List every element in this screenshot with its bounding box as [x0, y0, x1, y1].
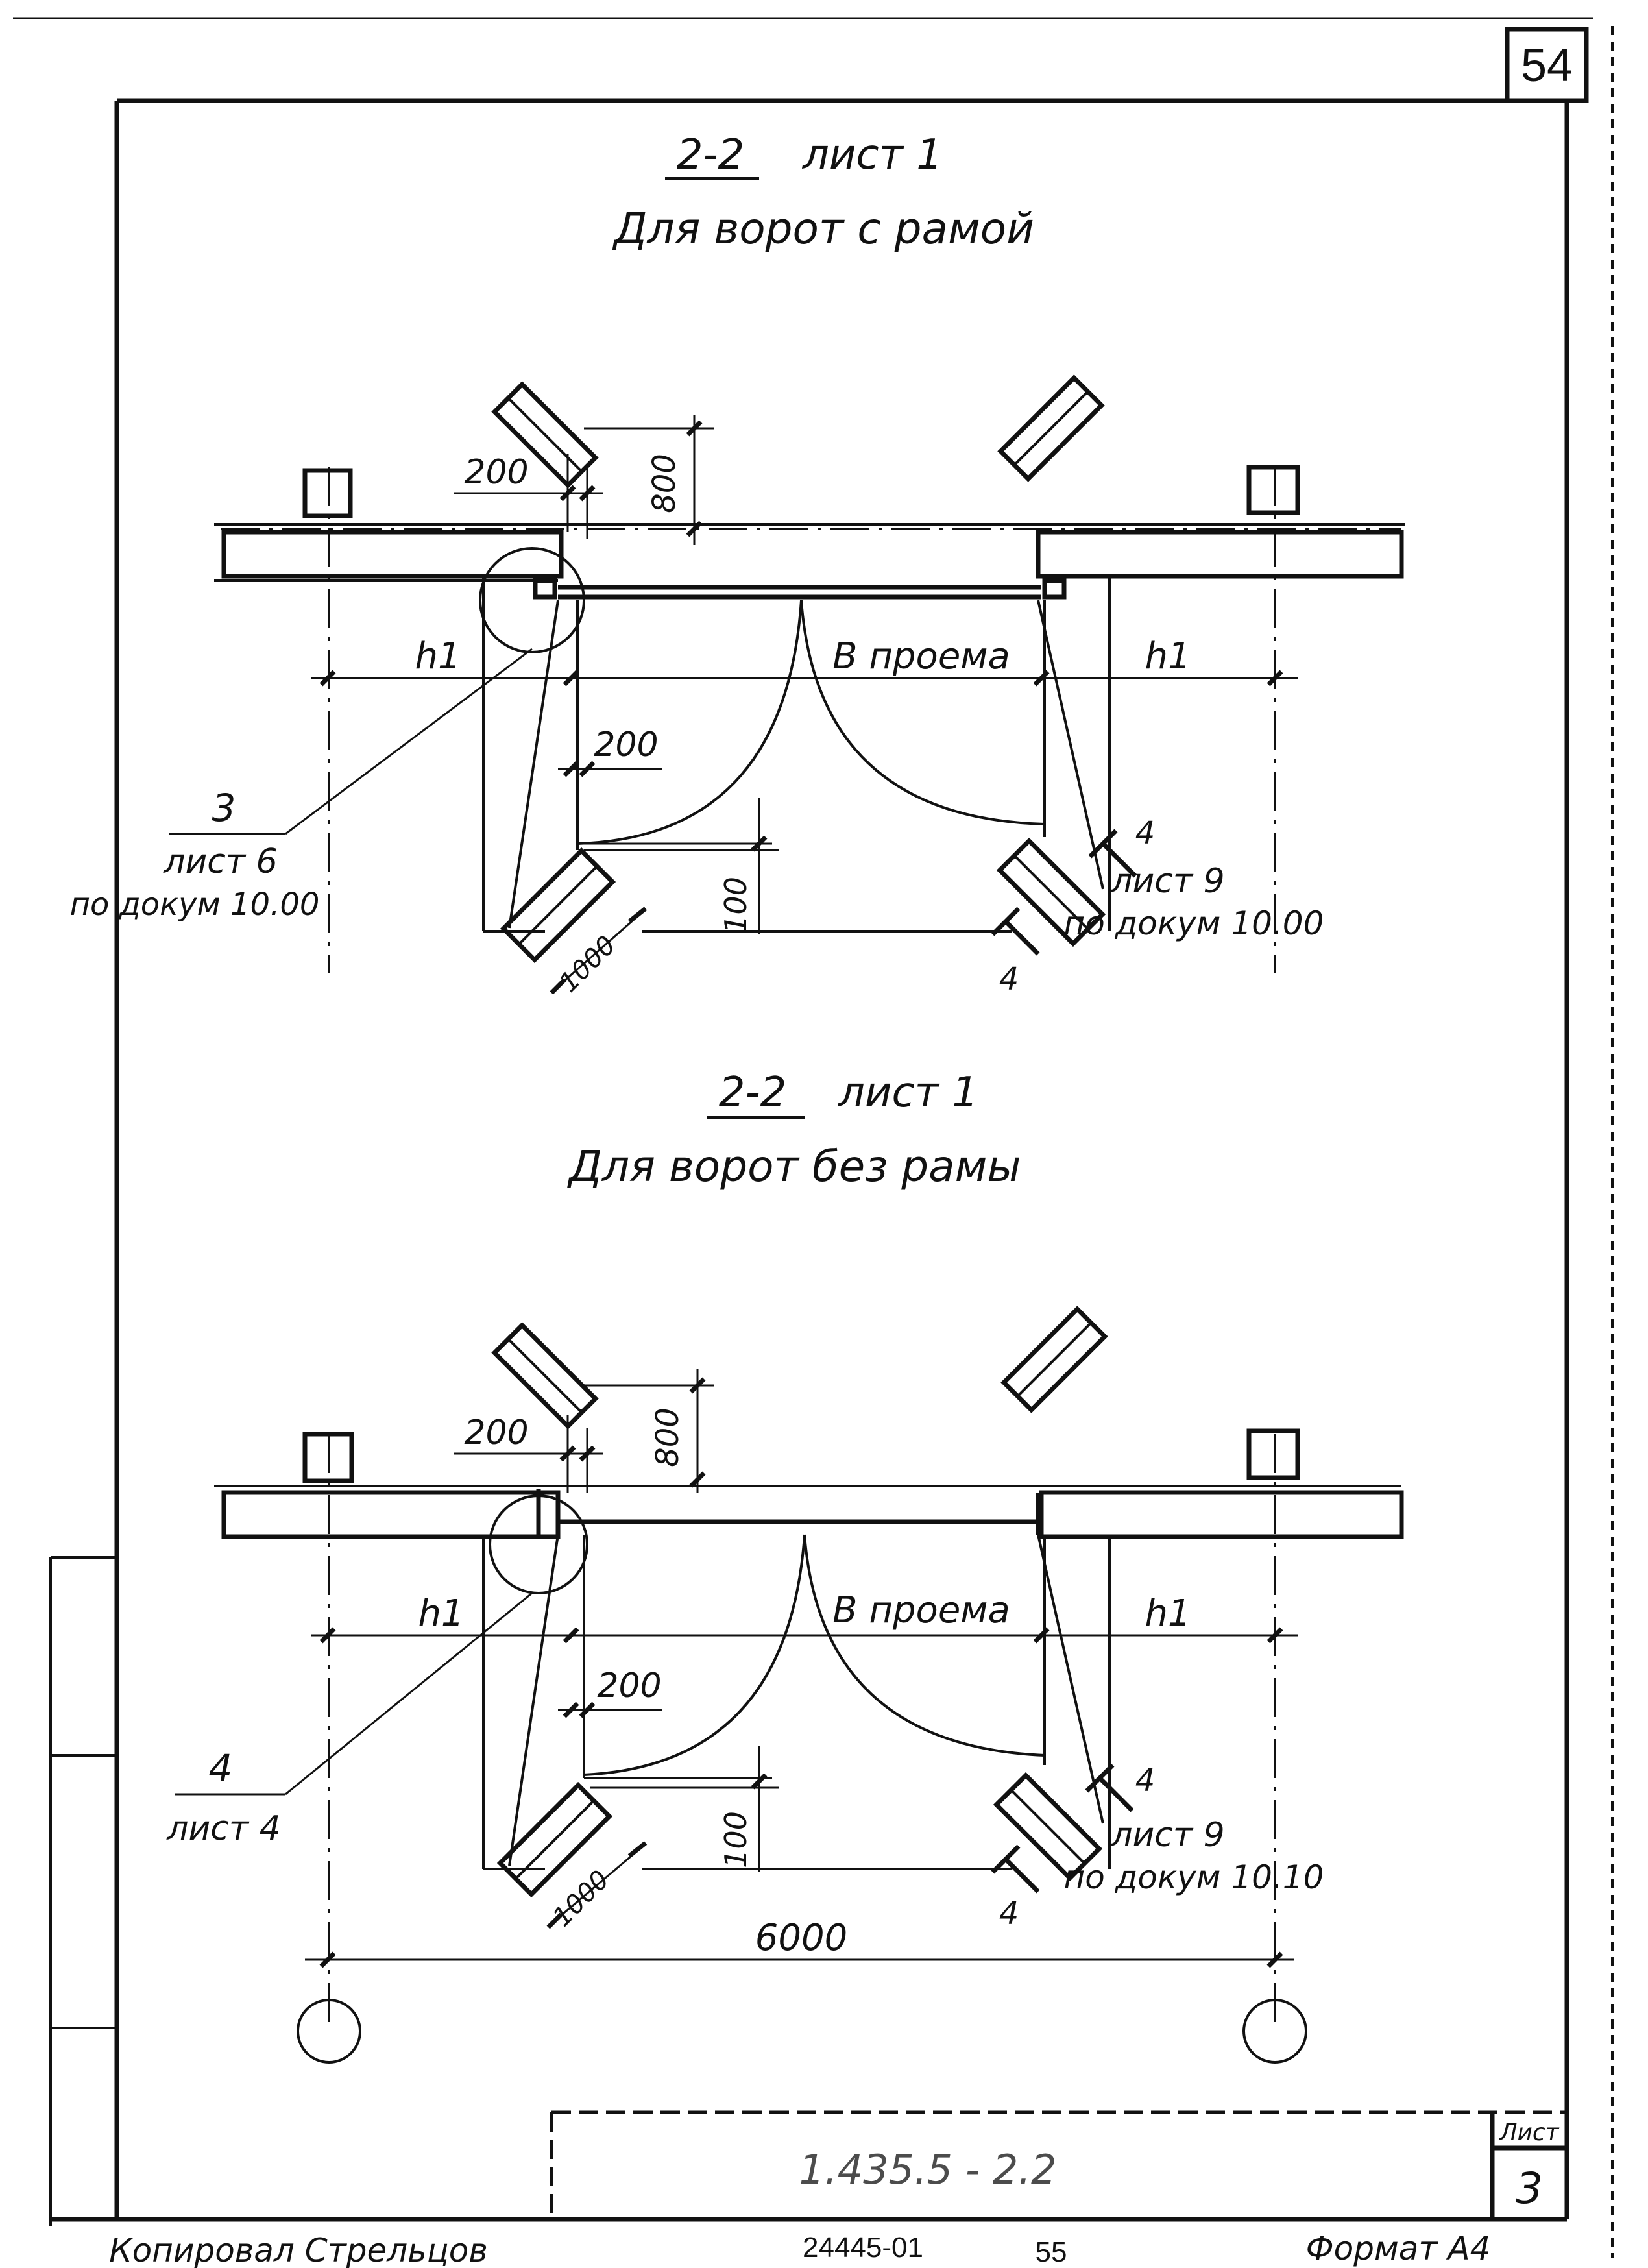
bottom-title-sheet: лист 1 [837, 1069, 978, 1117]
bottom-label-opening: B проема [832, 1589, 1010, 1631]
column-left [302, 468, 353, 518]
footer-copied-by: Копировал Стрельцов [109, 2232, 488, 2268]
stopper-top-right [997, 374, 1105, 482]
bottom-callout-right-doc: по докум 10.10 [1064, 1859, 1324, 1896]
footer-page: 55 [1036, 2236, 1067, 2268]
bottom-section-mark-top: 4 [1135, 1762, 1156, 1799]
doc-code: 1.435.5 - 2.2 [799, 2146, 1056, 2193]
gate-leaf-right-bottom [803, 1534, 1045, 1757]
top-title-ref: 2-2 [677, 131, 745, 179]
top-dim-200: 200 [464, 453, 528, 492]
top-label-h1-left: h1 [415, 635, 461, 677]
bottom-dim-200-mid: 200 [597, 1666, 661, 1705]
bottom-subtitle: Для ворот без рамы [566, 1141, 1021, 1191]
column-left-bottom [302, 1432, 354, 1483]
page-number: 54 [1521, 40, 1573, 91]
footer: Копировал Стрельцов 24445-01 55 Формат А… [109, 2230, 1490, 2268]
column-right-bottom [1246, 1428, 1300, 1480]
top-dim-200-mid: 200 [594, 726, 658, 764]
top-callout-right-sheet: лист 9 [1110, 862, 1225, 901]
stopper-bottom-left [500, 847, 616, 964]
top-section: 2-2 лист 1 Для ворот с рамой [70, 131, 1405, 998]
bottom-callout-left-sheet: лист 4 [166, 1809, 281, 1848]
bottom-callout-left-num: 4 [209, 1746, 233, 1790]
stopper-top-left-bottom [491, 1322, 599, 1430]
bottom-dim-1000: 1000 [548, 1865, 616, 1933]
axis-marker-left [297, 1999, 361, 2064]
wall-left-bottom [221, 1490, 561, 1539]
top-title-sheet: лист 1 [801, 131, 943, 179]
top-label-h1-right: h1 [1145, 635, 1191, 677]
bottom-callout-right-sheet: лист 9 [1110, 1816, 1225, 1855]
bottom-dim-800: 800 [649, 1408, 686, 1467]
stopper-top-left [491, 381, 599, 489]
axis-marker-right [1242, 1999, 1307, 2064]
wall-right-bottom [1039, 1490, 1404, 1539]
top-dim-800: 800 [646, 454, 683, 513]
top-callout-left-num: 3 [212, 786, 236, 830]
footer-inventory: 24445-01 [803, 2232, 923, 2263]
gate-leaf-left-bottom [583, 1534, 806, 1776]
stopper-bottom-right [996, 837, 1106, 947]
top-dim-100: 100 [718, 877, 753, 934]
wall-right [1036, 530, 1404, 579]
bottom-label-h1-left: h1 [418, 1592, 464, 1635]
detail-circle-top [479, 547, 585, 653]
top-callout-left-doc: по докум 10.00 [70, 886, 320, 923]
gate-leaf-right [800, 600, 1045, 825]
bottom-section: 2-2 лист 1 Для ворот без рамы [166, 1069, 1404, 2064]
top-section-mark-bottom: 4 [999, 961, 1019, 997]
bottom-dim-total: 6000 [755, 1917, 848, 1959]
detail-circle-bottom [489, 1494, 588, 1594]
bottom-dim-100: 100 [718, 1811, 753, 1868]
sheet-label: Лист [1498, 2119, 1559, 2146]
bottom-title-ref: 2-2 [719, 1069, 787, 1117]
top-subtitle: Для ворот с рамой [612, 204, 1034, 254]
column-right [1246, 465, 1300, 515]
bottom-dim-200: 200 [464, 1413, 528, 1452]
top-section-mark-top: 4 [1135, 815, 1156, 851]
wall-left [221, 530, 564, 579]
top-callout-left-sheet: лист 6 [163, 842, 278, 881]
sheet-number: 3 [1516, 2164, 1543, 2213]
title-block: 1.435.5 - 2.2 Лист 3 [550, 2110, 1567, 2219]
bottom-section-mark-bottom: 4 [999, 1896, 1019, 1932]
stopper-top-right-bottom [1000, 1306, 1108, 1413]
top-label-opening: B проема [832, 635, 1010, 677]
footer-format: Формат А4 [1306, 2230, 1491, 2267]
stopper-bottom-right-bottom [993, 1772, 1103, 1882]
gate-leaf-left [577, 600, 803, 845]
bottom-label-h1-right: h1 [1145, 1592, 1191, 1635]
top-callout-right-doc: по докум 10.00 [1064, 905, 1324, 942]
stopper-bottom-left-bottom [496, 1781, 613, 1898]
